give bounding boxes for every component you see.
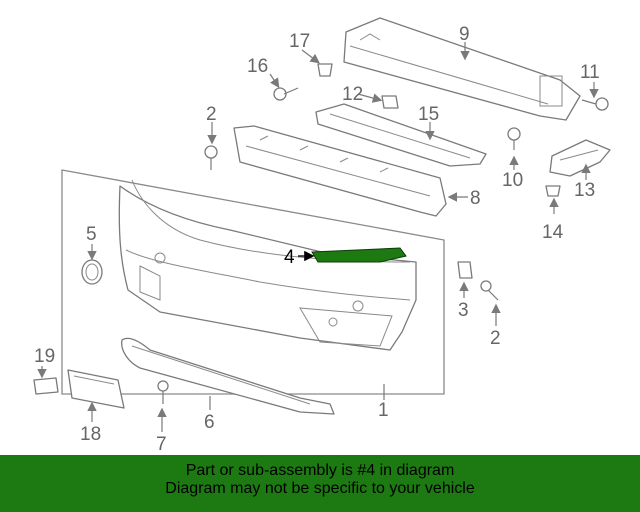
callout-17: 17 [289,31,310,52]
callout-15: 15 [418,104,439,125]
callout-6: 6 [204,412,215,433]
banner-line-2: Diagram may not be specific to your vehi… [165,480,475,497]
fastener-17[interactable] [317,63,333,77]
fastener-14[interactable] [545,185,561,197]
callout-8: 8 [470,188,481,209]
parts-diagram: 9 17 16 12 15 11 2 8 10 13 14 5 4 3 2 19… [33,17,611,455]
tow-cover[interactable] [81,259,103,285]
callout-7: 7 [156,434,167,455]
lower-spoiler[interactable] [121,337,335,415]
callout-3: 3 [458,300,469,321]
bumper-cover[interactable] [118,179,417,351]
callout-14: 14 [542,222,564,243]
fastener-11[interactable] [581,97,609,111]
license-bracket[interactable] [67,369,125,409]
callout-2-right: 2 [490,328,501,349]
fastener-12[interactable] [381,95,399,109]
callout-19: 19 [34,346,55,367]
callout-2-top: 2 [206,104,217,125]
callout-4: 4 [284,247,295,268]
energy-absorber[interactable] [233,125,447,217]
callout-11: 11 [580,62,600,83]
callout-10: 10 [502,170,523,191]
fastener-3[interactable] [457,261,473,279]
callout-9: 9 [459,24,470,45]
callout-16: 16 [247,56,268,77]
callout-12: 12 [342,84,363,105]
fastener-10[interactable] [507,127,521,150]
highlighted-part-4[interactable] [311,247,407,263]
reinforcement-bar[interactable] [343,17,581,121]
callout-1: 1 [378,400,389,421]
banner-line-1: Part or sub-assembly is #4 in diagram [185,462,455,479]
callout-13: 13 [574,180,595,201]
side-bracket[interactable] [549,139,611,177]
fastener-16[interactable] [273,87,299,101]
leader-lines [37,42,599,432]
callout-18: 18 [80,424,101,445]
fastener-7[interactable] [157,380,169,404]
fastener-2-right[interactable] [480,280,499,301]
info-banner: Part or sub-assembly is #4 in diagram Di… [0,455,640,512]
upper-bracket[interactable] [315,103,487,167]
fastener-19[interactable] [33,377,59,395]
bumper-assembly-frame [61,169,445,395]
callout-5: 5 [86,224,97,245]
fastener-2-top[interactable] [204,145,218,170]
